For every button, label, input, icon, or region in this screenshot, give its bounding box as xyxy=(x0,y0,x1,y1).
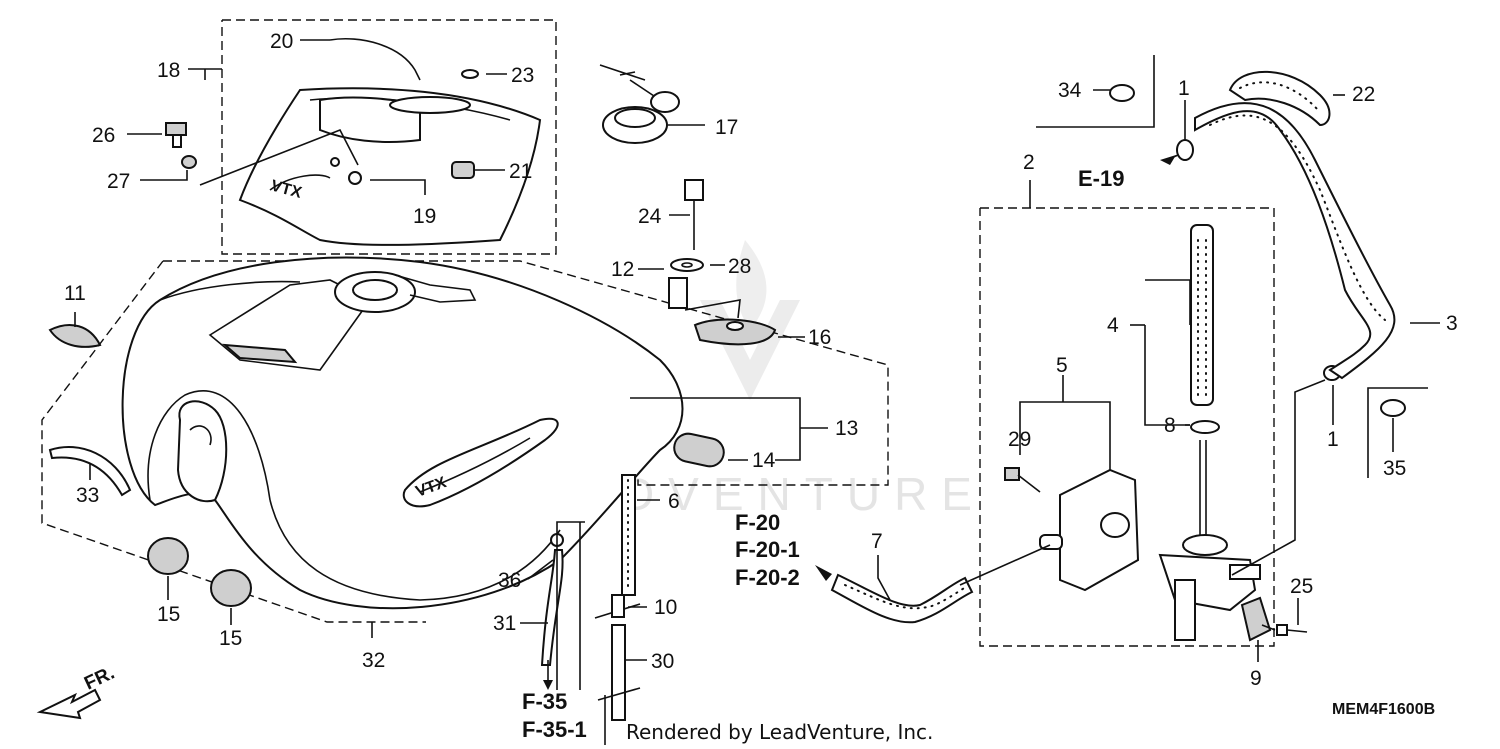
part-number-label: 33 xyxy=(76,484,99,507)
part-number-label: 3 xyxy=(1446,312,1458,335)
reference-f20-1: F-20-1 xyxy=(735,537,800,562)
part-number-label: 16 xyxy=(808,326,831,349)
part-number-label: 13 xyxy=(835,417,858,440)
direction-label: FR. xyxy=(81,663,118,695)
part-number-label: 9 xyxy=(1250,667,1262,690)
reference-f20-2: F-20-2 xyxy=(735,565,800,590)
part-number-label: 27 xyxy=(107,170,130,193)
part-number-label: 35 xyxy=(1383,457,1406,480)
part-number-label: 30 xyxy=(651,650,674,673)
part-number-label: 19 xyxy=(413,205,436,228)
part-number-label: 10 xyxy=(654,596,677,619)
reference-labels: E-19 F-20 F-20-1 F-20-2 F-35 F-35-1 xyxy=(522,166,1124,742)
part-number-label: 1 xyxy=(1178,77,1190,100)
small-parts xyxy=(48,37,1406,607)
part-number-label: 15 xyxy=(157,603,180,626)
part-number-label: 6 xyxy=(668,490,680,513)
part-number-label: 2 xyxy=(1023,151,1035,174)
part-labels: 1 1 2 3 4 5 6 7 8 9 10 11 12 13 14 15 15… xyxy=(64,30,1458,690)
reference-f20: F-20 xyxy=(735,510,780,535)
fuel-tank: VTX xyxy=(121,256,684,610)
part-number-label: 32 xyxy=(362,649,385,672)
part-number-label: 24 xyxy=(638,205,662,228)
part-number-label: 7 xyxy=(871,530,883,553)
part-number-label: 18 xyxy=(157,59,180,82)
part-number-label: 4 xyxy=(1107,314,1119,337)
tank-cover-part: VTX xyxy=(238,87,542,246)
part-number-label: 29 xyxy=(1008,428,1031,451)
hoses xyxy=(540,70,1396,721)
part-number-label: 1 xyxy=(1327,428,1339,451)
part-number-label: 26 xyxy=(92,124,115,147)
part-number-label: 36 xyxy=(498,569,521,592)
part-number-label: 11 xyxy=(64,282,86,305)
part-number-label: 22 xyxy=(1352,83,1375,106)
part-number-label: 21 xyxy=(509,160,532,183)
part-number-label: 14 xyxy=(752,449,776,472)
part-number-label: 34 xyxy=(1058,79,1082,102)
leader-lines xyxy=(74,39,1440,745)
part-number-label: 12 xyxy=(611,258,634,281)
reference-f35: F-35 xyxy=(522,689,567,714)
part-number-label: 8 xyxy=(1164,414,1176,437)
part-number-label: 23 xyxy=(511,64,534,87)
part-number-label: 17 xyxy=(715,116,738,139)
render-credit: Rendered by LeadVenture, Inc. xyxy=(626,720,933,744)
part-number-label: 28 xyxy=(728,255,751,278)
fuel-valve-group xyxy=(1004,224,1308,642)
part-number-label: 20 xyxy=(270,30,293,53)
reference-f35-1: F-35-1 xyxy=(522,717,587,742)
reference-e19: E-19 xyxy=(1078,166,1124,191)
part-number-label: 31 xyxy=(493,612,516,635)
diagram-code: MEM4F1600B xyxy=(1332,701,1435,718)
front-direction-indicator: FR. xyxy=(36,663,118,720)
part-number-label: 25 xyxy=(1290,575,1313,598)
part-number-label: 15 xyxy=(219,627,242,650)
part-number-label: 5 xyxy=(1056,354,1068,377)
